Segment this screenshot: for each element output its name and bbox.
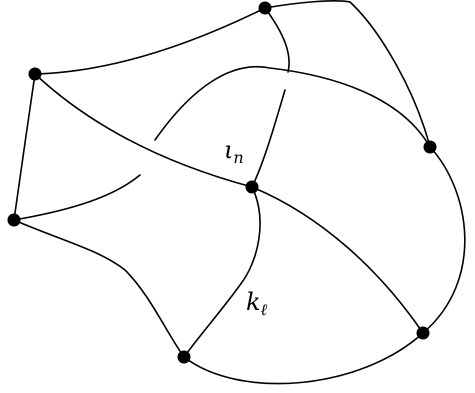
edge-center-to-under-crossing — [251, 89, 286, 188]
node-left-lower — [7, 213, 21, 227]
edge-arc-to-right-upper — [154, 66, 431, 148]
edge-center-to-right-lower — [251, 186, 424, 334]
edge-top-to-center-overpass — [264, 7, 290, 73]
edge-right-upper-to-right-lower — [422, 146, 466, 334]
edges — [13, 0, 466, 385]
edge-top-to-top-right-corner — [264, 0, 351, 9]
nodes — [7, 1, 437, 364]
edge-corner-to-right-upper — [349, 1, 431, 148]
node-right-upper — [423, 140, 437, 154]
edge-left-upper-to-top — [34, 7, 266, 75]
edge-left-lower-to-under-crossing — [13, 174, 141, 221]
node-left-upper — [28, 67, 42, 81]
edge-left-upper-to-left-lower — [13, 73, 36, 221]
edge-left-upper-to-center — [34, 73, 253, 188]
node-top — [258, 1, 272, 15]
node-right-lower — [416, 326, 430, 340]
label-k-ell: kℓ — [246, 288, 268, 319]
edge-bottom-to-right-lower — [183, 332, 424, 385]
edge-left-lower-to-bottom — [13, 219, 185, 358]
node-center — [245, 180, 259, 194]
label-iota-n: ιn — [224, 136, 244, 167]
edge-center-to-bottom — [183, 186, 261, 358]
node-bottom — [177, 350, 191, 364]
